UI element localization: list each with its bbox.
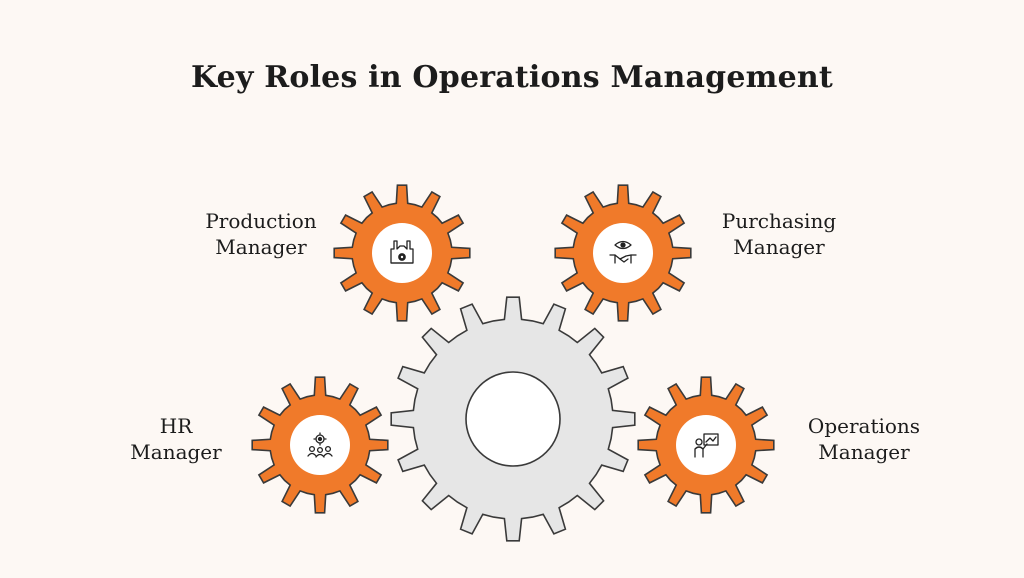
hr-gear xyxy=(251,376,389,514)
operations-label-line2: Manager xyxy=(818,440,910,464)
operations-gear xyxy=(637,376,775,514)
production-gear-center xyxy=(372,223,432,283)
presenter-chart-icon xyxy=(694,433,719,458)
purchasing-label-line2: Manager xyxy=(733,235,825,259)
production-manager-label: Production Manager xyxy=(161,208,361,260)
production-gear xyxy=(333,184,471,322)
center-gear-hole xyxy=(465,371,561,467)
purchasing-manager-label: Purchasing Manager xyxy=(679,208,879,260)
hr-label-line2: Manager xyxy=(130,440,222,464)
purchasing-gear-center xyxy=(593,223,653,283)
purchasing-label-line1: Purchasing xyxy=(721,209,837,233)
page-title: Key Roles in Operations Management xyxy=(191,60,833,95)
team-gear-icon xyxy=(307,432,333,458)
center-gear xyxy=(390,296,636,542)
operations-label-line1: Operations xyxy=(807,414,921,438)
operations-manager-label: Operations Manager xyxy=(764,413,964,465)
factory-gear-icon xyxy=(390,240,414,264)
purchasing-gear xyxy=(554,184,692,322)
hr-label-line1: HR xyxy=(159,414,193,438)
production-label-line1: Production xyxy=(205,209,317,233)
hr-manager-label: HR Manager xyxy=(76,413,276,465)
production-label-line2: Manager xyxy=(215,235,307,259)
handshake-eye-icon xyxy=(609,240,637,264)
